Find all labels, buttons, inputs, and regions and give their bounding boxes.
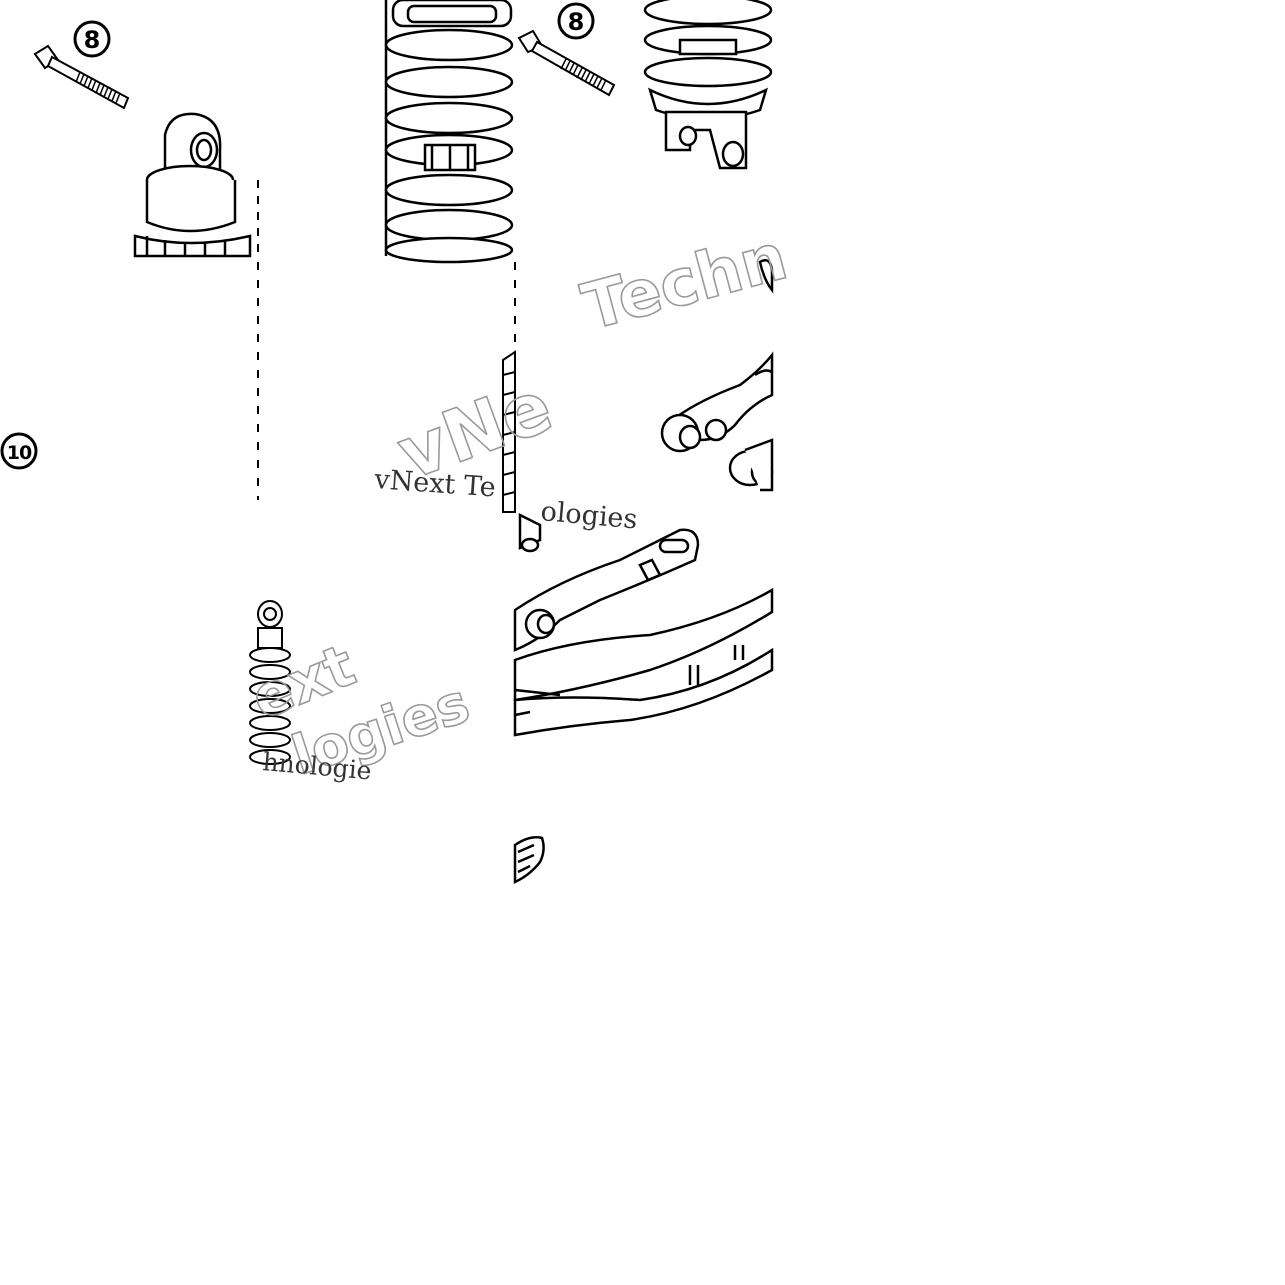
- shock-clevis-icon: [643, 0, 773, 170]
- tile-shock-top-left: 8: [33, 20, 259, 258]
- tile-swingarm: ologies: [513, 496, 774, 737]
- tile-center: vNe vNext Te: [257, 262, 563, 513]
- bolt-icon: [517, 29, 616, 97]
- callout-8-b: 8: [557, 2, 595, 40]
- watermark-outline-techn: Techn: [575, 220, 795, 345]
- shock-absorber-icon: [502, 350, 516, 513]
- shock-absorber-icon: [133, 112, 252, 258]
- callout-8-a-label: 8: [84, 26, 101, 54]
- callout-8-b-label: 8: [568, 8, 585, 36]
- tile-callout-ten: 10: [0, 432, 38, 470]
- tile-shock-clevis: 8: [517, 0, 774, 294]
- callout-10: 10: [0, 432, 38, 470]
- bolt-icon: [33, 44, 130, 110]
- callout-8-a: 8: [73, 20, 111, 58]
- tile-linkage: Techn: [574, 219, 795, 492]
- tile-coil-spring: [384, 0, 514, 264]
- tile-small-shock: ext logies hnologie: [241, 600, 477, 788]
- shock-absorber-icon: [249, 600, 291, 765]
- watermark-ologies: ologies: [539, 496, 638, 535]
- callout-10-label: 10: [7, 442, 32, 464]
- tile-bottom-fragment: [513, 836, 545, 884]
- coil-spring-icon: [384, 0, 514, 264]
- swingarm-icon: [513, 512, 774, 737]
- linkage-lever-icon: [660, 351, 774, 492]
